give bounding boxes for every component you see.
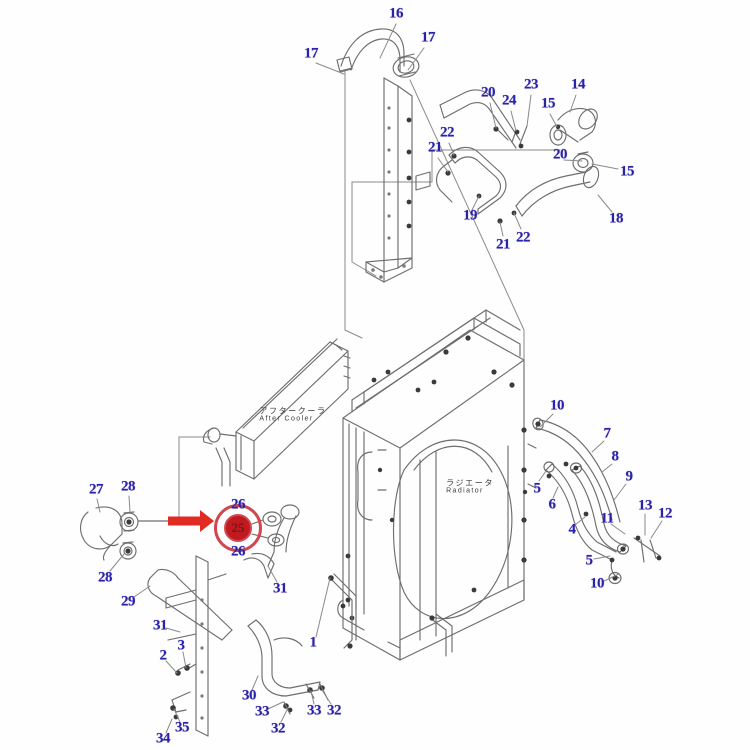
part-label-16: 16	[389, 5, 404, 22]
part-label-31: 31	[153, 617, 168, 634]
part-label-33: 33	[255, 703, 270, 720]
part-label-31: 31	[273, 580, 288, 597]
part-label-3: 3	[177, 637, 186, 654]
caption-after-cooler-en: After Cooler	[259, 415, 314, 423]
upper-hose-16	[336, 28, 420, 78]
part-label-24: 24	[502, 92, 517, 109]
part-label-1: 1	[309, 634, 318, 651]
part-label-22: 22	[440, 124, 455, 141]
part-label-13: 13	[638, 497, 653, 514]
part-label-21: 21	[496, 236, 511, 253]
part-label-20: 20	[481, 84, 496, 101]
part-label-17: 17	[421, 29, 436, 46]
part-label-12: 12	[658, 505, 673, 522]
part-label-17: 17	[304, 45, 319, 62]
lower-right-rod	[429, 613, 453, 657]
part-label-23: 23	[524, 76, 539, 93]
part-label-21: 21	[428, 139, 443, 156]
part-label-5: 5	[585, 552, 594, 569]
part-label-33: 33	[307, 702, 322, 719]
part-label-26: 26	[231, 496, 246, 513]
highlight-ring	[214, 504, 262, 552]
part-label-28: 28	[121, 478, 136, 495]
part-label-32: 32	[327, 702, 342, 719]
right-hose-network	[522, 417, 662, 585]
radiator-assembly	[337, 309, 527, 661]
part-label-35: 35	[175, 719, 190, 736]
upper-right-pipes	[435, 89, 600, 224]
part-label-28: 28	[98, 569, 113, 586]
caption-radiator-en: Radiator	[446, 487, 484, 495]
part-label-19: 19	[463, 207, 478, 224]
part-label-7: 7	[603, 425, 612, 442]
part-label-4: 4	[568, 521, 577, 538]
part-label-15: 15	[541, 95, 556, 112]
left-elbow-hose	[79, 506, 169, 561]
part-label-14: 14	[571, 76, 586, 93]
part-label-30: 30	[242, 687, 257, 704]
part-label-26: 26	[231, 543, 246, 560]
caption-radiator-jp: ラジエータ	[446, 478, 494, 488]
part-label-29: 29	[121, 593, 136, 610]
part-label-32: 32	[271, 720, 286, 737]
part-label-8: 8	[611, 448, 620, 465]
after-cooler-core	[202, 338, 351, 487]
part-label-22: 22	[516, 229, 531, 246]
highlighted-part-25[interactable]: 25	[224, 514, 252, 542]
support-bracket	[365, 77, 431, 283]
part-label-6: 6	[548, 496, 557, 513]
part-label-27: 27	[89, 481, 104, 498]
part-label-20: 20	[553, 146, 568, 163]
caption-after-cooler-jp: アフタークーラ	[259, 406, 327, 416]
part-label-5: 5	[533, 480, 542, 497]
part-label-2: 2	[159, 647, 168, 664]
part-label-10: 10	[590, 575, 605, 592]
part-label-9: 9	[625, 468, 634, 485]
part-label-10: 10	[550, 397, 565, 414]
caption-radiator: ラジエータ Radiator	[446, 479, 494, 496]
part-label-15: 15	[620, 163, 635, 180]
caption-after-cooler: アフタークーラ After Cooler	[259, 407, 326, 424]
part-label-18: 18	[609, 210, 624, 227]
part-label-34: 34	[156, 730, 171, 747]
part-label-11: 11	[600, 510, 614, 527]
